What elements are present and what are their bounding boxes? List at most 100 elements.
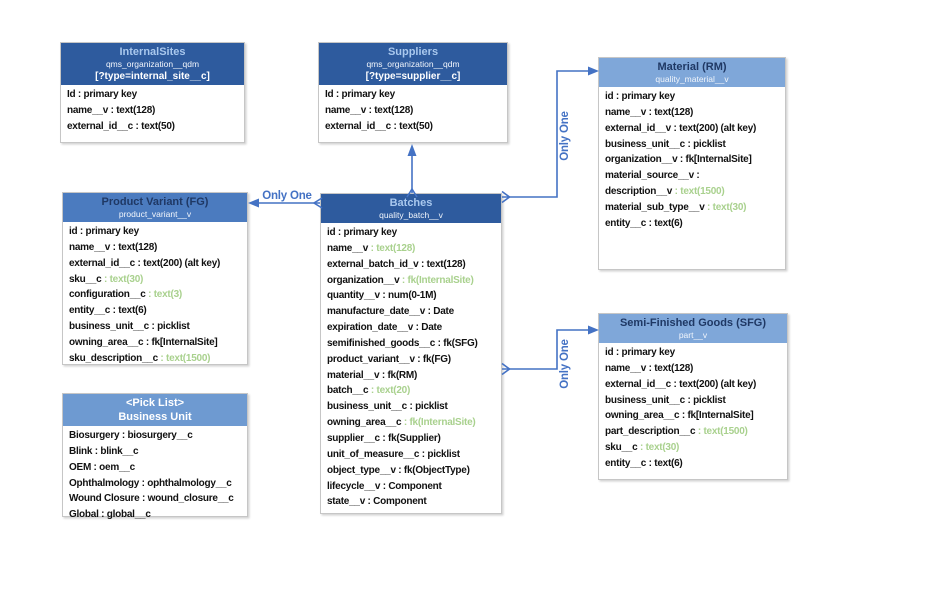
entity-header: InternalSites qms_organization__qdm [?ty… — [61, 43, 244, 85]
field-type: text(128) — [646, 363, 693, 374]
field-type: text(128) — [366, 105, 413, 116]
picklist-label: <Pick List> — [125, 397, 185, 409]
many-chevron-icon — [501, 362, 511, 376]
field-list: idprimary key name__vtext(128) external_… — [321, 223, 501, 510]
field-row: owning_area__cfk(InternalSite) — [327, 415, 495, 431]
entity-box-material-rm: Material (RM) quality_material__v idprim… — [598, 57, 786, 270]
picklist-row: Biosurgerybiosurgery__c — [69, 428, 241, 444]
field-type: picklist — [685, 139, 726, 150]
picklist-value-api: ophthalmology__c — [139, 478, 232, 489]
field-type: picklist — [149, 321, 190, 332]
picklist-value-api: biosurgery__c — [119, 430, 193, 441]
field-row: business_unit__cpicklist — [605, 393, 781, 409]
field-name: id — [69, 226, 78, 237]
field-type: text(128) — [368, 243, 415, 254]
picklist-title: Business Unit — [118, 411, 192, 423]
field-row: owning_area__cfk[InternalSite] — [605, 408, 781, 424]
arrowhead-up-icon — [407, 144, 417, 156]
picklist-row: Ophthalmologyophthalmology__c — [69, 476, 241, 492]
field-type: fk(RM) — [379, 370, 417, 381]
field-type: text(128) — [110, 242, 157, 253]
connector-batches-sfg — [502, 329, 591, 370]
field-row: lifecycle__vComponent — [327, 479, 495, 495]
many-chevron-icon — [501, 190, 511, 204]
field-name: state__v — [327, 496, 366, 508]
field-type: fk[InternalSite] — [679, 410, 753, 421]
field-row: external_id__ctext(200) (alt key) — [69, 256, 241, 272]
entity-box-suppliers: Suppliers qms_organization__qdm [?type=s… — [318, 42, 508, 143]
picklist-box-business-unit: <Pick List> Business Unit Biosurgerybios… — [62, 393, 248, 520]
field-type: fk[InternalSite] — [143, 337, 217, 348]
field-name: Id — [325, 89, 334, 100]
field-type: primary key — [333, 89, 395, 100]
field-name: material__v — [327, 369, 380, 381]
field-name: name__v — [325, 104, 367, 116]
field-name: lifecycle__v — [327, 480, 381, 492]
field-type: text(6) — [646, 458, 683, 469]
picklist-value-label: Global — [69, 509, 99, 521]
field-list: idprimary key name__vtext(128) external_… — [63, 222, 247, 367]
field-type: text(6) — [110, 305, 147, 316]
field-row: description__vtext(1500) — [605, 184, 779, 200]
field-name: name__v — [67, 104, 109, 116]
field-row: business_unit__cpicklist — [327, 399, 495, 415]
field-name: expiration_date__v — [327, 322, 414, 334]
field-row: external_id__ctext(50) — [325, 119, 501, 135]
field-type — [694, 170, 700, 181]
field-row: expiration_date__vDate — [327, 320, 495, 336]
field-row: entity__ctext(6) — [605, 216, 779, 232]
field-row: Idprimary key — [325, 87, 501, 103]
field-row: semifinished_goods__cfk(SFG) — [327, 336, 495, 352]
field-type: picklist — [419, 449, 460, 460]
picklist-row: Globalglobal__c — [69, 507, 241, 523]
field-name: name__v — [69, 241, 111, 253]
field-name: sku_description__c — [69, 352, 158, 364]
arrowhead-left-icon — [248, 198, 259, 208]
field-name: external_id__v — [605, 122, 671, 134]
field-type: fk(FG) — [415, 354, 451, 365]
entity-header: Product Variant (FG) product_variant__v — [63, 193, 247, 222]
field-name: id — [605, 91, 614, 102]
picklist-value-api: blink__c — [92, 446, 138, 457]
field-type: text(200) (alt key) — [135, 258, 220, 269]
field-type: primary key — [335, 227, 397, 238]
field-row: quantity__vnum(0-1M) — [327, 288, 495, 304]
field-type: Date — [413, 322, 442, 333]
field-name: entity__c — [605, 217, 647, 229]
field-name: sku__c — [605, 442, 638, 454]
entity-object-name: part__v — [678, 330, 708, 340]
entity-title: Product Variant (FG) — [101, 196, 209, 208]
field-row: Idprimary key — [67, 87, 238, 103]
field-row: organization__vfk[InternalSite] — [605, 152, 779, 168]
field-type: text(30) — [101, 274, 143, 285]
field-row: external_batch_id_vtext(128) — [327, 257, 495, 273]
entity-title: Batches — [389, 197, 433, 209]
field-name: owning_area__c — [69, 336, 144, 348]
picklist-value-label: OEM — [69, 461, 92, 473]
field-row: material__vfk(RM) — [327, 368, 495, 384]
field-type: num(0-1M) — [380, 290, 437, 301]
field-name: sku__c — [69, 273, 102, 285]
entity-object-name: qms_organization__qdm — [366, 59, 460, 69]
field-row: entity__ctext(6) — [605, 456, 781, 472]
field-type: text(6) — [646, 218, 683, 229]
entity-box-semi-finished-goods: Semi-Finished Goods (SFG) part__v idprim… — [598, 313, 788, 480]
field-row: product_variant__vfk(FG) — [327, 352, 495, 368]
field-row: business_unit__cpicklist — [605, 137, 779, 153]
field-row: external_id__ctext(50) — [67, 119, 238, 135]
field-type: text(20) — [368, 385, 410, 396]
field-row: material_source__v — [605, 168, 779, 184]
field-name: owning_area__c — [327, 417, 402, 429]
cardinality-label-left: Only One — [262, 190, 312, 202]
field-type: text(128) — [108, 105, 155, 116]
field-row: business_unit__cpicklist — [69, 319, 241, 335]
field-name: semifinished_goods__c — [327, 337, 436, 349]
field-type: text(3) — [146, 289, 183, 300]
field-type: Component — [365, 496, 427, 507]
entity-object-name: quality_batch__v — [379, 210, 443, 220]
field-row: external_id__ctext(200) (alt key) — [605, 377, 781, 393]
field-name: business_unit__c — [605, 138, 685, 150]
field-name: Id — [67, 89, 76, 100]
field-name: id — [327, 227, 336, 238]
